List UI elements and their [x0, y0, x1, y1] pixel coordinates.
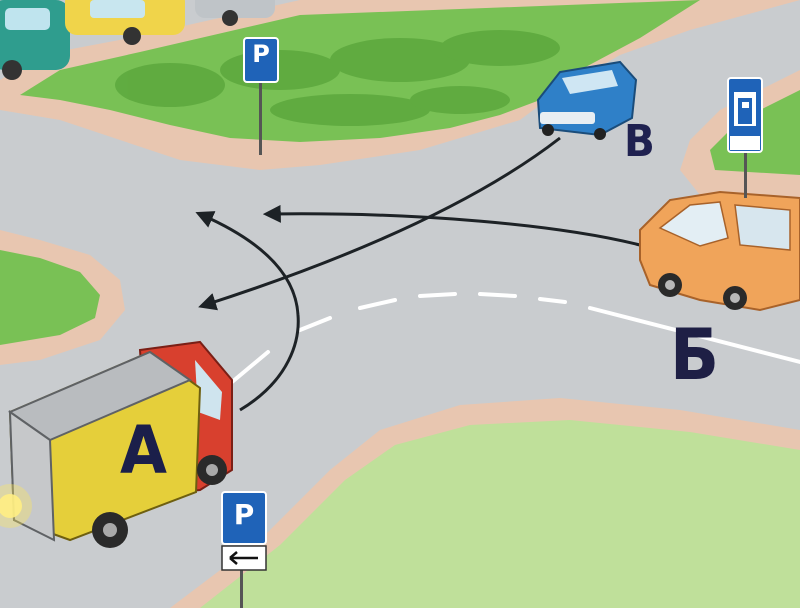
truck-label: А — [120, 412, 168, 489]
van-straight-arrow — [262, 204, 641, 247]
parking-sign-top — [243, 37, 279, 155]
grass-bottom-right — [200, 420, 800, 608]
lane-markings — [230, 292, 800, 384]
car-label: В — [624, 116, 655, 167]
parking-sign-top-letter: P — [252, 40, 270, 68]
trajectory-arrows — [195, 136, 641, 412]
van-label: Б — [670, 314, 720, 396]
parking-sign-bottom-letter: P — [233, 498, 255, 531]
bushes-top — [115, 30, 560, 126]
blue-car — [536, 60, 638, 140]
parked-cars — [0, 0, 275, 80]
car-left-turn-arrow — [198, 136, 561, 311]
yellow-truck — [0, 340, 233, 548]
orange-van — [639, 190, 800, 312]
fuel-station-sign — [727, 77, 763, 198]
parking-sign-bottom — [221, 491, 267, 608]
truck-left-turn-arrow — [195, 211, 300, 412]
grass-left — [0, 250, 100, 345]
